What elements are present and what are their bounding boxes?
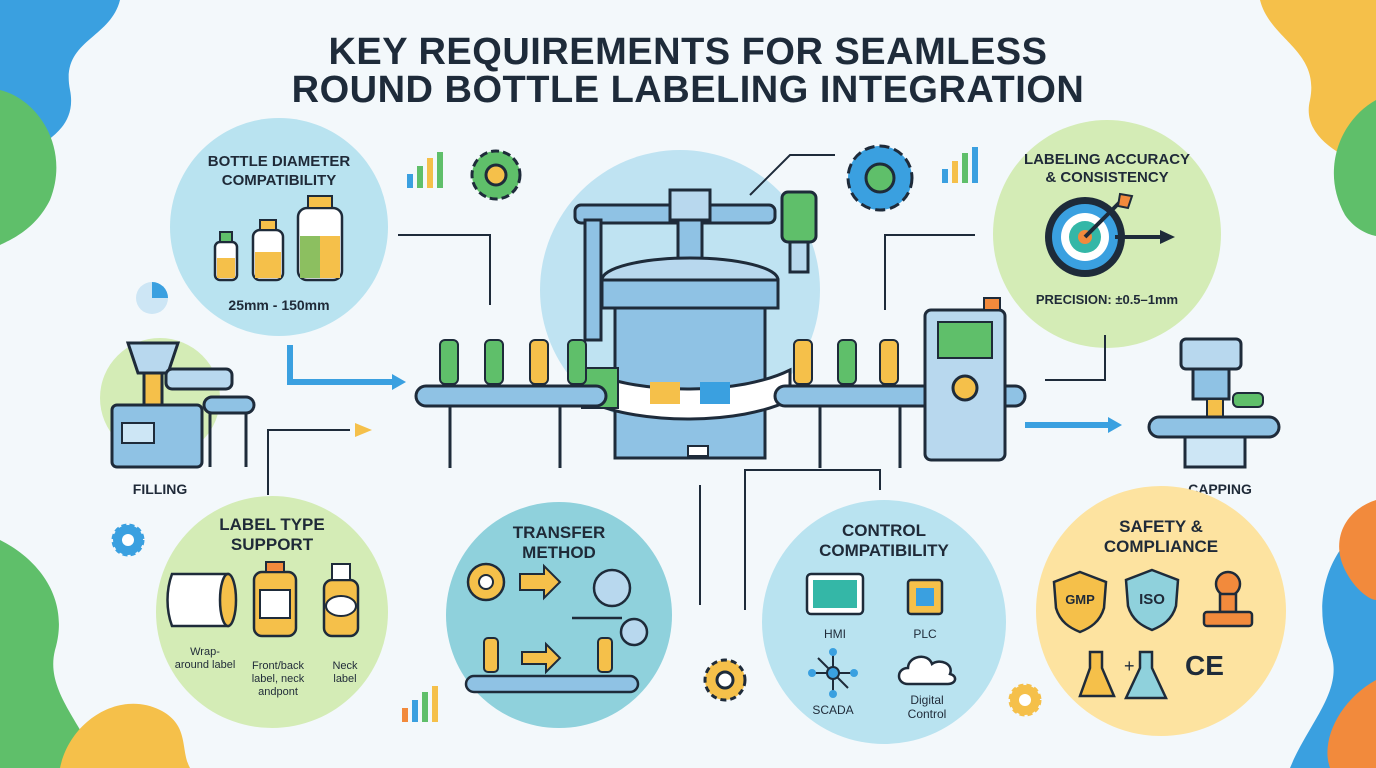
safety-title-line1: SAFETY & bbox=[1119, 517, 1203, 536]
plc-chip-icon bbox=[906, 578, 944, 616]
page-title-line1: KEY REQUIREMENTS FOR SEAMLESS bbox=[328, 31, 1048, 73]
pie-icon bbox=[136, 282, 168, 314]
gmp-label: GMP bbox=[1065, 592, 1095, 607]
bottle-diameter-panel bbox=[170, 118, 388, 336]
bottle-diameter-title-line1: BOTTLE DIAMETER bbox=[207, 153, 351, 170]
label-type-title-line2: SUPPORT bbox=[230, 535, 314, 554]
cloud-icon bbox=[897, 655, 957, 686]
label-types-icon bbox=[166, 561, 360, 638]
bottle-diameter-range: 25mm - 150mm bbox=[228, 297, 330, 313]
gear-icon bbox=[111, 523, 145, 557]
gear-icon bbox=[703, 658, 747, 702]
plc-label: PLC bbox=[913, 627, 937, 641]
transfer-method-title-line2: METHOD bbox=[522, 543, 596, 562]
gear-icon bbox=[470, 149, 522, 201]
target-icon bbox=[1045, 192, 1175, 277]
svg-text:+: + bbox=[1124, 656, 1135, 676]
gear-icon bbox=[846, 144, 914, 212]
label-type-title-line1: LABEL TYPE bbox=[219, 515, 325, 534]
labeling-accuracy-title-line1: LABELING ACCURACY bbox=[1023, 151, 1191, 168]
bar-chart-icon bbox=[942, 147, 978, 183]
iso-label: ISO bbox=[1139, 591, 1165, 608]
transfer-icon bbox=[464, 562, 649, 694]
filling-machine-icon bbox=[110, 341, 256, 469]
label-type-item-frontback: Front/back label, neck andpont bbox=[251, 660, 305, 698]
capping-machine-icon bbox=[1147, 337, 1281, 469]
transfer-method-title-line1: TRANSFER bbox=[512, 523, 606, 542]
control-title-line1: CONTROL bbox=[841, 521, 927, 540]
label-type-item-neck: Neck label bbox=[332, 660, 358, 685]
hmi-icon bbox=[805, 572, 865, 616]
scada-network-icon bbox=[808, 648, 858, 698]
bottles-icon bbox=[213, 195, 344, 282]
ce-mark: CE bbox=[1185, 650, 1224, 681]
gear-icon bbox=[1008, 683, 1042, 717]
bar-chart-icon bbox=[402, 686, 438, 722]
control-title-line2: COMPATIBILITY bbox=[819, 541, 949, 560]
labeling-accuracy-title-line2: & CONSISTENCY bbox=[1045, 169, 1169, 186]
label-type-item-wrap: Wrap-around label bbox=[174, 646, 236, 671]
scada-label: SCADA bbox=[812, 703, 854, 717]
control-compat-panel bbox=[762, 500, 1006, 744]
stamp-icon bbox=[1202, 570, 1254, 628]
flask-icon: + bbox=[1078, 650, 1168, 700]
digital-control-label-line2: Control bbox=[907, 707, 947, 721]
safety-title-line2: COMPLIANCE bbox=[1103, 537, 1219, 556]
digital-control-label-line1: Digital bbox=[910, 693, 944, 707]
gmp-shield-icon bbox=[1052, 570, 1108, 634]
labeling-precision: PRECISION: ±0.5–1mm bbox=[1035, 292, 1179, 307]
page-title-line2: ROUND BOTTLE LABELING INTEGRATION bbox=[291, 69, 1085, 111]
filling-label: FILLING bbox=[132, 481, 188, 497]
bottle-diameter-title-line2: COMPATIBILITY bbox=[221, 172, 337, 189]
iso-shield-icon bbox=[1124, 568, 1180, 632]
hmi-label: HMI bbox=[824, 627, 846, 641]
bar-chart-icon bbox=[407, 152, 443, 188]
labeling-machine-icon bbox=[414, 188, 1027, 468]
